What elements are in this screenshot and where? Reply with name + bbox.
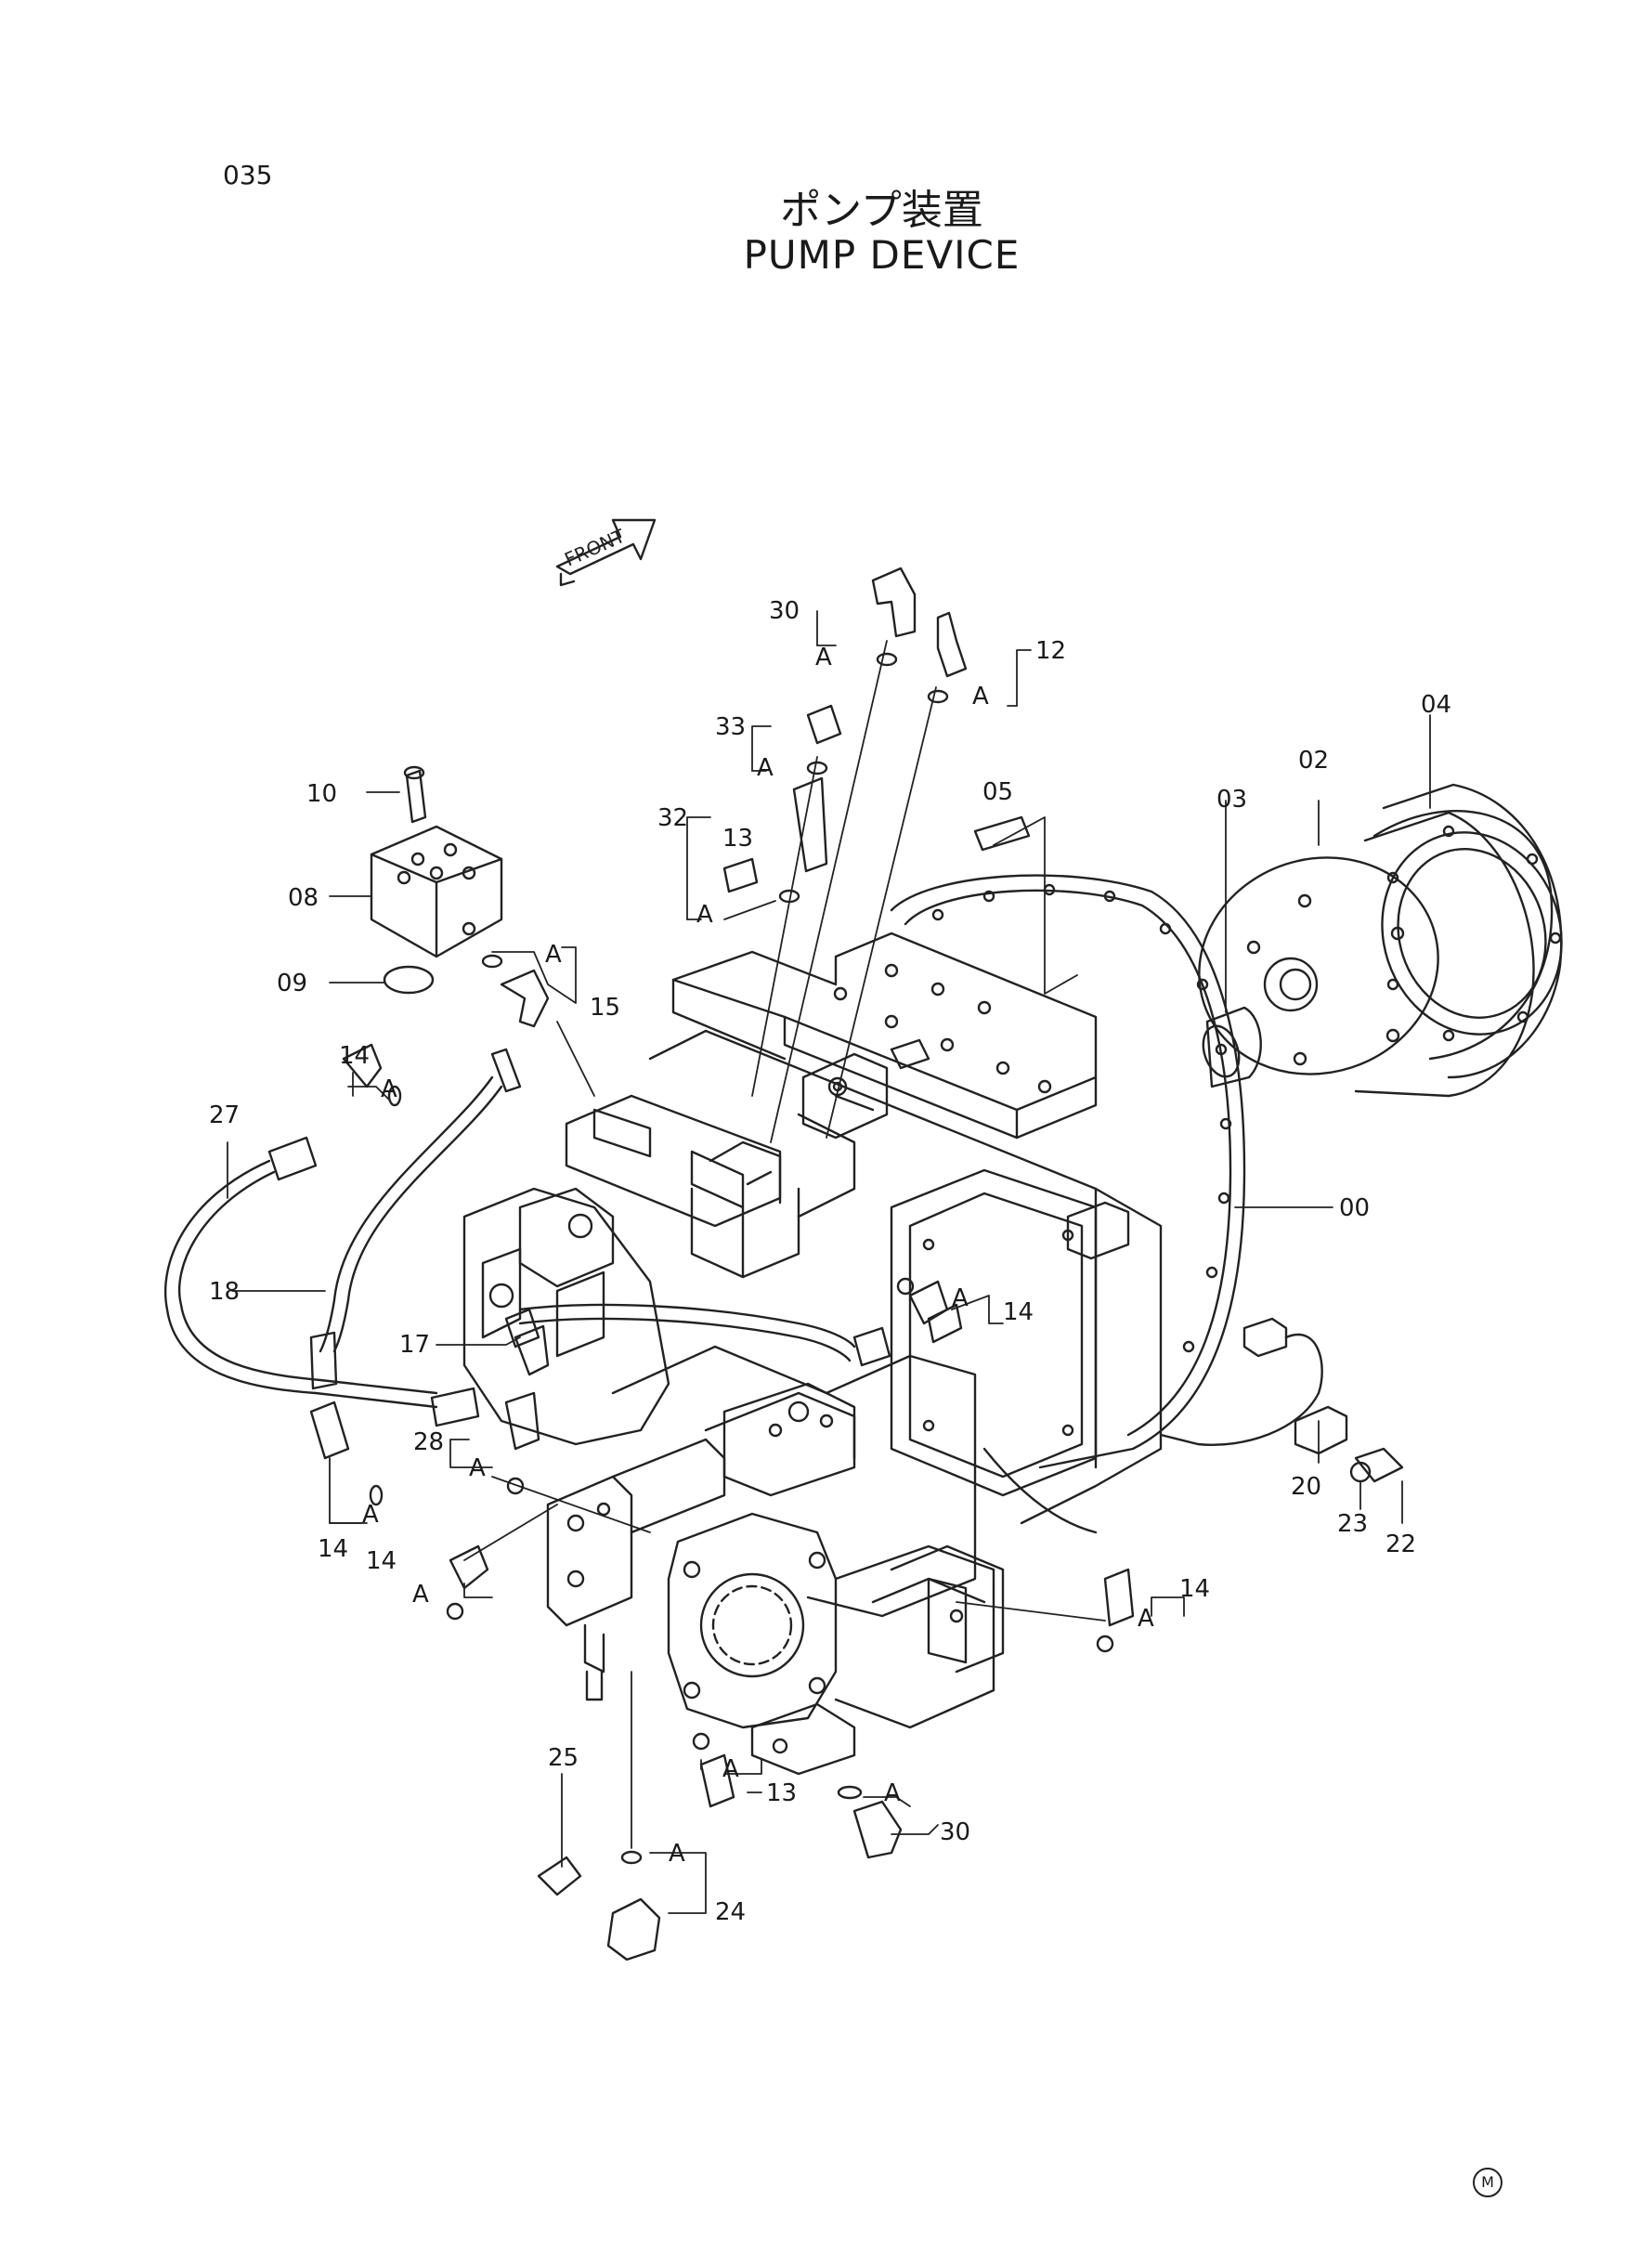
manifold-block	[370, 765, 503, 995]
detail-ref-a: A	[884, 1779, 901, 1807]
detail-ref-a: A	[545, 941, 562, 969]
part-label-10: 10	[306, 780, 338, 808]
detail-ref-a: A	[722, 1755, 739, 1783]
part-label-30-top: 30	[769, 597, 800, 625]
page-number: 035	[223, 160, 273, 190]
part-label-14-lower-mid: 14	[366, 1547, 397, 1575]
part-label-13-top: 13	[722, 825, 754, 853]
pump-housing	[462, 874, 1348, 1776]
part-label-30-bottom: 30	[940, 1818, 971, 1846]
part-label-23: 23	[1337, 1510, 1369, 1538]
detail-ref-a: A	[972, 683, 989, 710]
fittings	[309, 567, 1404, 1961]
part-label-33: 33	[715, 713, 747, 741]
part-label-03: 03	[1216, 786, 1248, 814]
part-label-13-bottom: 13	[766, 1779, 798, 1807]
detail-ref-a: A	[757, 754, 774, 782]
leader-lines	[227, 610, 1431, 1914]
part-label-32: 32	[657, 804, 689, 832]
detail-ref-a: A	[696, 901, 713, 929]
detail-ref-a: A	[669, 1840, 685, 1868]
detail-ref-a: A	[469, 1454, 486, 1482]
part-label-28: 28	[413, 1428, 445, 1456]
part-label-14-upper-left: 14	[339, 1042, 371, 1070]
detail-ref-a: A	[381, 1075, 397, 1103]
page-title-japanese: ポンプ装置	[780, 187, 983, 234]
part-label-14-right: 14	[1003, 1298, 1034, 1326]
detail-ref-a: A	[815, 644, 832, 671]
hoses	[163, 1048, 891, 1427]
part-label-14-lower-right: 14	[1179, 1575, 1211, 1603]
coupling-assembly	[1198, 783, 1563, 1098]
part-label-15: 15	[590, 994, 621, 1022]
part-label-25: 25	[548, 1744, 579, 1772]
part-label-24: 24	[715, 1898, 747, 1926]
part-label-14-lower-left: 14	[318, 1535, 349, 1563]
part-label-17: 17	[399, 1331, 431, 1359]
corner-mark: M	[1473, 2168, 1502, 2197]
part-label-12: 12	[1035, 637, 1067, 665]
part-label-22: 22	[1385, 1531, 1417, 1558]
detail-ref-a: A	[412, 1581, 429, 1609]
part-label-04: 04	[1421, 691, 1452, 719]
front-arrow: FRONT	[555, 518, 657, 587]
front-label: FRONT	[561, 525, 629, 571]
detail-ref-a: A	[952, 1284, 969, 1312]
part-label-18: 18	[209, 1278, 241, 1306]
detail-ref-a: A	[362, 1501, 379, 1529]
page-title: PUMP DEVICE	[743, 232, 1021, 278]
detail-ref-a: A	[1138, 1605, 1154, 1633]
part-label-00: 00	[1339, 1194, 1371, 1222]
part-label-09: 09	[277, 970, 308, 997]
part-label-08: 08	[288, 884, 319, 912]
part-label-27: 27	[209, 1101, 241, 1129]
part-label-20: 20	[1291, 1473, 1322, 1501]
part-label-02: 02	[1298, 747, 1330, 775]
part-label-05: 05	[982, 778, 1014, 806]
